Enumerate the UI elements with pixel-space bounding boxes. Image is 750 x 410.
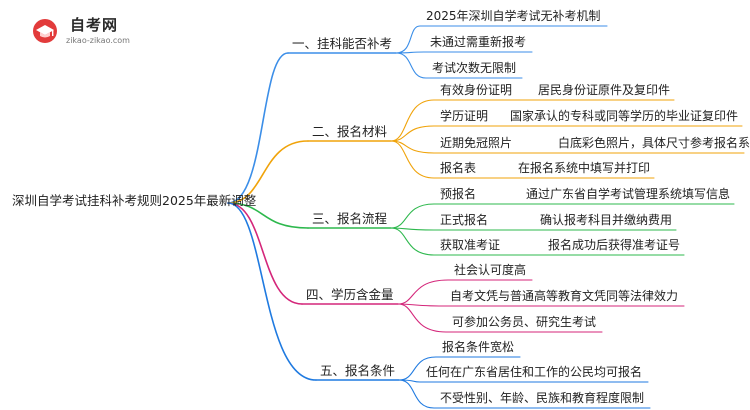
connector-root-branch bbox=[227, 202, 309, 229]
retake-item-no-retake: 2025年深圳自学考试无补考机制 bbox=[426, 9, 601, 23]
material-id-detail: 居民身份证原件及复印件 bbox=[538, 83, 671, 97]
branch-materials: 二、报名材料 bbox=[312, 124, 388, 139]
retake-item-unlimited: 考试次数无限制 bbox=[432, 61, 517, 75]
process-formal-registration: 正式报名 bbox=[440, 213, 489, 227]
value-legal-equivalence: 自考文凭与普通高等教育文凭同等法律效力 bbox=[450, 289, 679, 303]
branch-retake: 一、挂科能否补考 bbox=[292, 36, 393, 51]
root-topic: 深圳自学考试挂科补考规则2025年最新调整 bbox=[12, 193, 257, 208]
branch-value: 四、学历含金量 bbox=[306, 287, 394, 302]
connector-root-branch bbox=[227, 202, 303, 305]
material-photo: 近期免冠照片 bbox=[440, 136, 513, 150]
connector-root-branch bbox=[227, 52, 289, 204]
condition-no-restrictions: 不受性别、年龄、民族和教育程度限制 bbox=[440, 391, 645, 405]
material-form: 报名表 bbox=[440, 161, 477, 175]
branch-conditions: 五、报名条件 bbox=[320, 363, 396, 378]
connector-branch-child bbox=[395, 52, 427, 79]
process-formal-registration-detail: 确认报考科目并缴纳费用 bbox=[540, 213, 673, 227]
retake-item-reapply: 未通过需重新报考 bbox=[430, 35, 527, 49]
connector-branch-child bbox=[390, 203, 435, 229]
connector-branch-child bbox=[397, 303, 447, 333]
process-pre-registration: 预报名 bbox=[440, 187, 477, 201]
connector-branch-child bbox=[397, 279, 449, 305]
connector-branch-child bbox=[398, 356, 437, 381]
process-admission-ticket-detail: 报名成功后获得准考证号 bbox=[548, 238, 681, 252]
branch-process: 三、报名流程 bbox=[312, 211, 388, 226]
connector-branch-child bbox=[395, 25, 421, 54]
value-exam-eligibility: 可参加公务员、研究生考试 bbox=[452, 315, 597, 329]
process-admission-ticket: 获取准考证 bbox=[440, 238, 501, 252]
connector-branch-child bbox=[390, 99, 435, 142]
process-pre-registration-detail: 通过广东省自学考试管理系统填写信息 bbox=[526, 187, 731, 201]
graduation-cap-icon bbox=[33, 19, 57, 43]
connector-branch-child bbox=[390, 227, 435, 256]
connector-branch-child bbox=[390, 140, 435, 179]
condition-lenient: 报名条件宽松 bbox=[442, 340, 515, 354]
logo-url: zikao-zikao.com bbox=[66, 36, 130, 45]
material-form-detail: 在报名系统中填写并打印 bbox=[518, 161, 651, 175]
material-id: 有效身份证明 bbox=[440, 83, 513, 97]
material-education-detail: 国家承认的专科或同等学历的毕业证复印件 bbox=[510, 109, 739, 123]
connector-root-branch bbox=[227, 140, 309, 204]
site-logo[interactable]: 自考网 zikao-zikao.com bbox=[26, 10, 138, 54]
connector-branch-child bbox=[398, 379, 435, 409]
condition-residents: 任何在广东省居住和工作的公民均可报名 bbox=[426, 365, 643, 379]
material-photo-detail: 白底彩色照片，具体尺寸参考报名系统 bbox=[558, 136, 750, 150]
logo-title: 自考网 bbox=[70, 16, 119, 34]
material-education: 学历证明 bbox=[440, 109, 489, 123]
connector-root-branch bbox=[227, 202, 317, 381]
value-recognition: 社会认可度高 bbox=[454, 263, 527, 277]
connector-branch-child bbox=[390, 125, 435, 142]
